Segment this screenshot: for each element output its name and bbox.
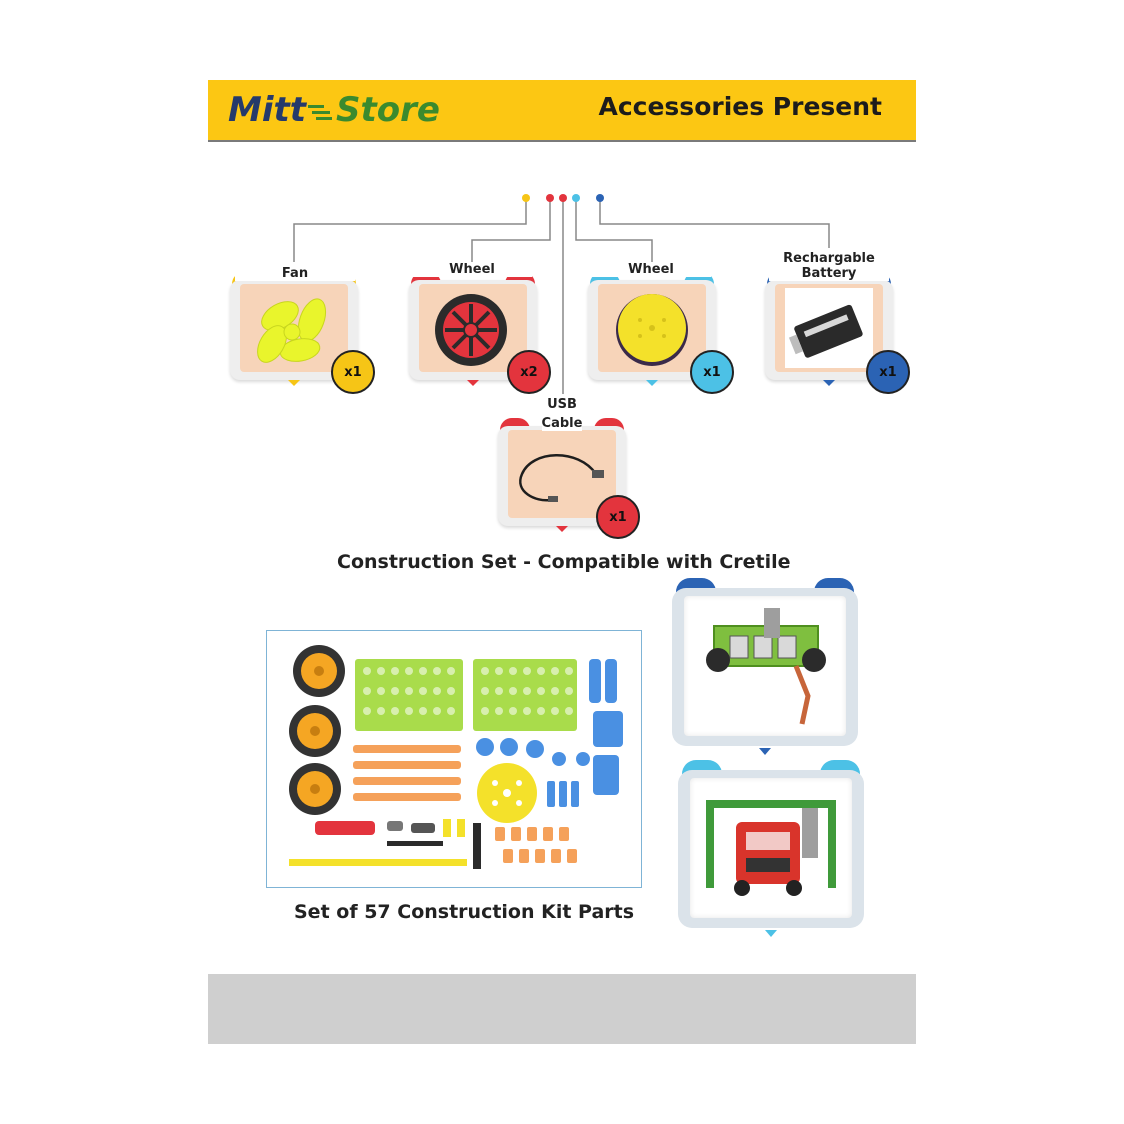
page-title: Accessories Present <box>598 92 882 121</box>
label-fan: Fan <box>235 266 355 281</box>
robot-image-1 <box>684 596 846 736</box>
dot-cyan <box>572 194 580 202</box>
count-badge-usb-cable: x1 <box>596 495 640 539</box>
dot-red-2 <box>559 194 567 202</box>
wheel-icon <box>616 294 688 366</box>
accessory-card-wheel-yellow <box>588 272 716 386</box>
mittstore-logo[interactable]: Mitt Store <box>228 88 440 132</box>
construction-heading: Construction Set - Compatible with Creti… <box>337 551 791 573</box>
header-banner: Mitt Store Accessories Present <box>208 80 916 142</box>
count-badge-battery: x1 <box>866 350 910 394</box>
kit-parts-illustration <box>289 645 623 869</box>
dot-yellow <box>522 194 530 202</box>
label-battery-line2: Battery <box>801 266 857 281</box>
count-badge-wheel-red: x2 <box>507 350 551 394</box>
speed-lines-icon <box>308 104 332 120</box>
robot-truck-icon <box>706 800 836 896</box>
battery-image <box>775 284 883 372</box>
label-battery-line1: Rechargable <box>783 251 875 266</box>
fan-image <box>240 284 348 372</box>
label-usb-line2: Cable <box>541 416 583 431</box>
dot-blue <box>596 194 604 202</box>
label-usb-cable: USB Cable <box>502 395 622 433</box>
construction-kit-image <box>266 630 642 888</box>
robot-card-2 <box>678 760 864 937</box>
orange-wheels <box>289 645 345 815</box>
label-wheel-yellow: Wheel <box>591 262 711 277</box>
usb-cable-image <box>508 430 616 518</box>
robot-image-2 <box>690 778 852 918</box>
count-badge-wheel-yellow: x1 <box>690 350 734 394</box>
label-usb-line1: USB <box>547 397 577 412</box>
label-wheel-red: Wheel <box>412 262 532 277</box>
logo-text-mitt: Mitt <box>228 90 306 130</box>
red-wheel-image <box>419 284 527 372</box>
fan-icon <box>257 298 327 363</box>
battery-icon <box>785 288 873 368</box>
count-badge-fan: x1 <box>331 350 375 394</box>
usb-cable-icon <box>519 454 604 502</box>
accessory-card-usb-cable <box>498 418 626 532</box>
robot-card-1 <box>672 578 858 755</box>
label-battery: Rechargable Battery <box>769 251 889 281</box>
dot-red-1 <box>546 194 554 202</box>
wheel-icon <box>435 294 507 366</box>
footer-bar <box>208 974 916 1044</box>
yellow-wheel-image <box>598 284 706 372</box>
logo-text-store: Store <box>336 90 440 130</box>
robot-vehicle-icon <box>706 608 826 725</box>
kit-caption: Set of 57 Construction Kit Parts <box>294 901 635 923</box>
